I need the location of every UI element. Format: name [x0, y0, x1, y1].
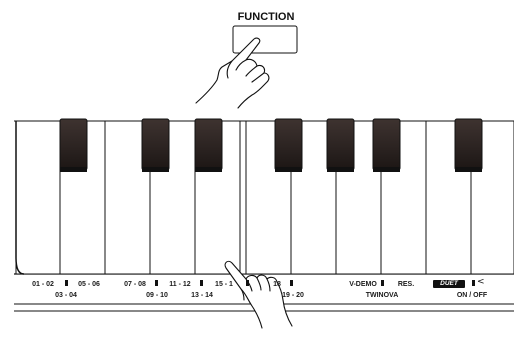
key-marker — [200, 280, 203, 286]
key-marker — [155, 280, 158, 286]
key-label: 07 - 08 — [124, 281, 146, 288]
function-button-label: FUNCTION — [237, 11, 295, 23]
function-button[interactable] — [232, 25, 298, 54]
key-label: TWINOVA — [365, 292, 399, 299]
white-key[interactable] — [149, 120, 196, 275]
key-label: 13 - 14 — [191, 292, 213, 299]
key-label: RES. — [397, 281, 415, 288]
black-key-front — [327, 167, 354, 172]
black-key[interactable] — [194, 118, 223, 171]
key-marker — [381, 280, 384, 286]
key-marker — [246, 280, 249, 286]
black-keys — [59, 118, 483, 172]
key-label: 18 — [273, 281, 281, 288]
black-key-front — [455, 167, 482, 172]
keyboard-left-end — [15, 121, 25, 275]
key-label: 11 - 12 — [169, 281, 191, 288]
key-label: 09 - 10 — [146, 292, 168, 299]
key-label: 03 - 04 — [55, 292, 77, 299]
black-key-front — [275, 167, 302, 172]
key-label: ON / OFF — [456, 292, 488, 299]
key-marker — [65, 280, 68, 286]
black-key-front — [373, 167, 400, 172]
black-key[interactable] — [59, 118, 88, 171]
black-key[interactable] — [454, 118, 483, 171]
duet-badge: DUET — [433, 280, 465, 288]
key-label: 05 - 06 — [78, 281, 100, 288]
black-key[interactable] — [141, 118, 170, 171]
hand-pointer-icon — [195, 37, 270, 109]
black-key[interactable] — [372, 118, 401, 171]
black-key-front — [60, 167, 87, 172]
hand-pointer-icon — [224, 260, 293, 329]
chevron-left-icon: < — [477, 277, 485, 287]
key-label: 19 - 20 — [282, 292, 304, 299]
black-key-front — [142, 167, 169, 172]
key-marker — [472, 280, 475, 286]
black-key[interactable] — [274, 118, 303, 171]
key-label: 01 - 02 — [32, 281, 54, 288]
key-label: 15 - 1 — [215, 281, 233, 288]
key-label: V-DEMO — [349, 281, 377, 288]
black-key[interactable] — [326, 118, 355, 171]
white-keys — [15, 120, 514, 275]
white-key[interactable] — [239, 120, 247, 275]
white-key[interactable] — [15, 120, 61, 275]
key-marker — [290, 280, 293, 286]
black-key-front — [195, 167, 222, 172]
